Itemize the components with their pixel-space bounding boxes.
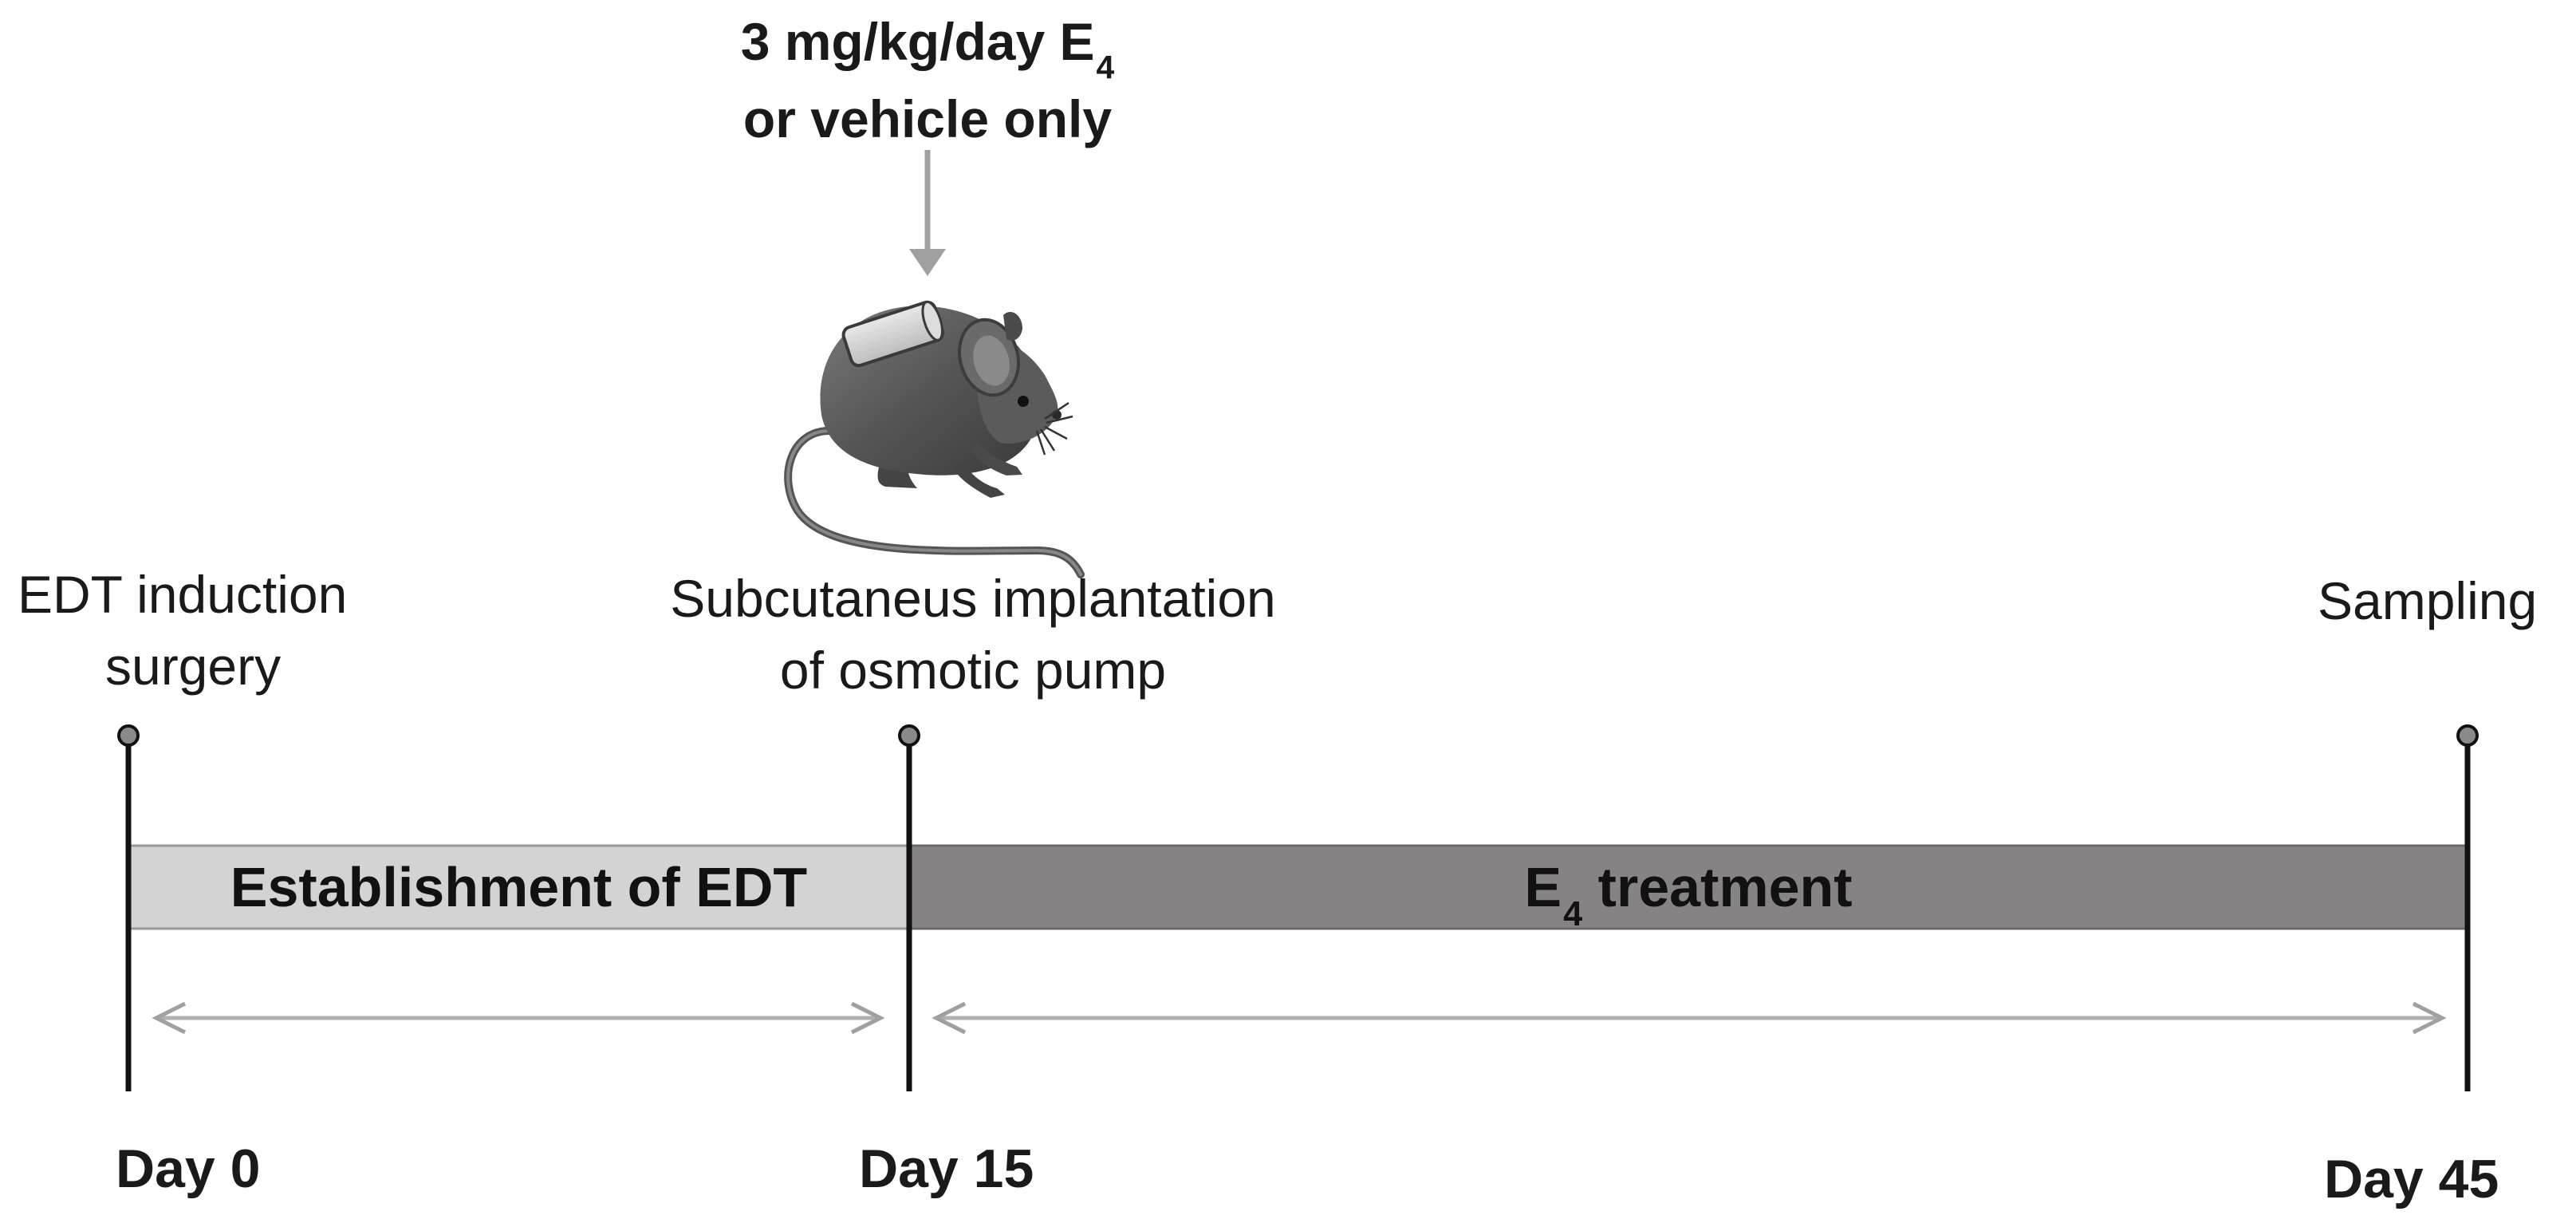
establishment-bar — [127, 844, 911, 930]
mouse-with-osmotic-pump-icon — [784, 300, 1085, 578]
induction-line2: surgery — [105, 637, 282, 696]
day0-marker-dot — [117, 724, 140, 747]
day45-marker-dot — [2456, 724, 2479, 747]
dose-label: 3 mg/kg/day E4 or vehicle only — [648, 6, 1207, 154]
treatment-subscript: 4 — [1563, 894, 1583, 933]
sampling-label: Sampling — [2318, 565, 2573, 637]
implantation-line2: of osmotic pump — [779, 641, 1167, 700]
treatment-bar — [908, 844, 2469, 930]
dose-line1: 3 mg/kg/day E4 — [648, 6, 1207, 85]
treatment-duration-arrow — [932, 1001, 2447, 1035]
day15-label: Day 15 — [859, 1138, 1034, 1199]
down-arrow-icon — [909, 150, 946, 276]
implantation-line1: Subcutaneus implantation — [670, 569, 1276, 628]
establishment-text: Establishment of EDT — [230, 856, 808, 918]
establishment-label: Establishment of EDT — [128, 846, 909, 929]
induction-label: EDT induction surgery — [18, 558, 464, 702]
dose-line2: or vehicle only — [742, 89, 1113, 148]
treatment-rest-text: treatment — [1582, 856, 1853, 918]
treatment-e-text: E — [1524, 856, 1562, 918]
implantation-label: Subcutaneus implantation of osmotic pump — [614, 562, 1332, 706]
day15-marker-dot — [898, 724, 920, 747]
treatment-label: E4 treatment — [909, 846, 2468, 937]
sampling-text: Sampling — [2318, 571, 2538, 630]
establishment-duration-arrow — [152, 1001, 885, 1035]
dose-line1-text: 3 mg/kg/day E — [740, 12, 1095, 71]
dose-subscript: 4 — [1096, 48, 1115, 85]
day0-label: Day 0 — [116, 1138, 261, 1199]
day45-label: Day 45 — [2324, 1149, 2499, 1209]
induction-line1: EDT induction — [18, 565, 348, 624]
